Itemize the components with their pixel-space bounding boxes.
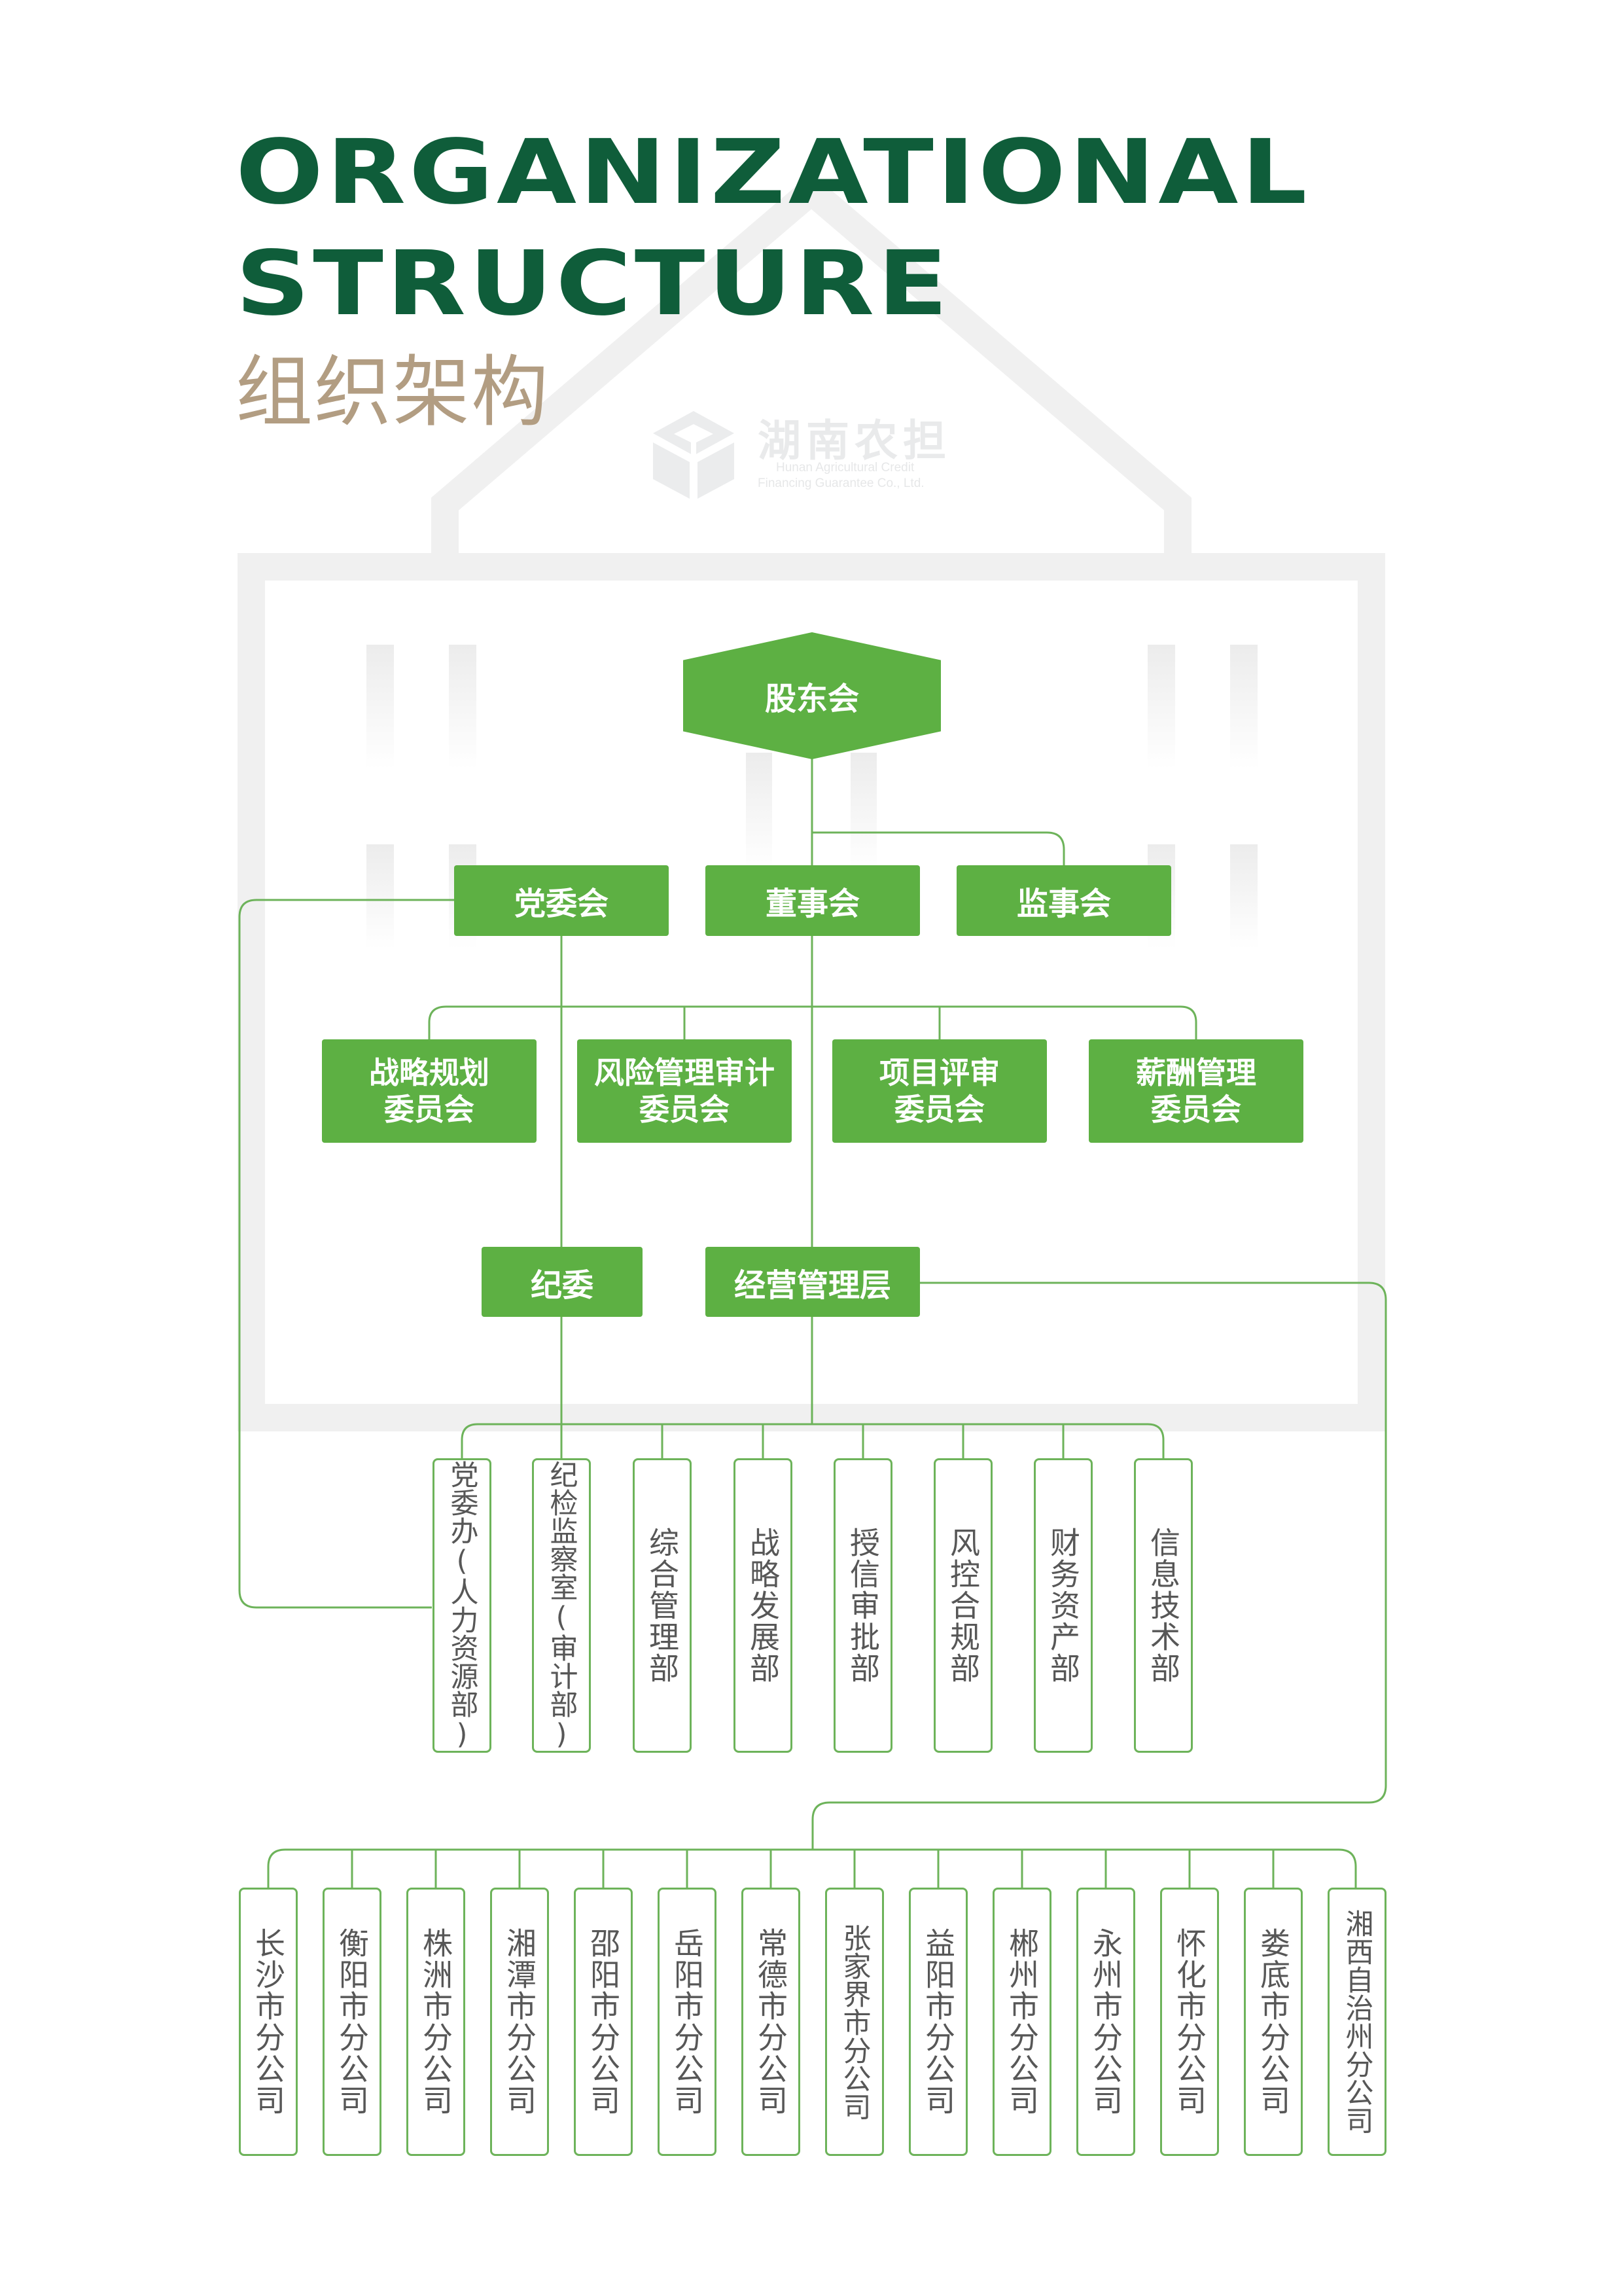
board-of-directors-node: 董事会 [705, 865, 920, 936]
committee-label-line2: 委员会 [1151, 1092, 1241, 1127]
committee-label-line2: 委员会 [639, 1092, 730, 1127]
branch-zhangjiajie: 张家界市分公司 [825, 1888, 884, 2156]
branch-loudi: 娄底市分公司 [1244, 1888, 1303, 2156]
logo-emblem-icon [653, 411, 734, 499]
committee-label-line1: 薪酬管理 [1136, 1055, 1256, 1090]
title-line-2: STRUCTURE [236, 232, 951, 336]
committee-label-line2: 委员会 [894, 1092, 985, 1127]
shareholders-meeting-node: 股东会 [683, 632, 941, 759]
logo-company-name-cn: 湖南农担 [758, 416, 951, 466]
department-finance-assets: 财务资产部 [1034, 1458, 1093, 1753]
committee-label-line1: 风险管理审计 [594, 1055, 775, 1090]
department-party-office-hr: 党委办(人力资源部) [432, 1458, 491, 1753]
branch-xiangxi: 湘西自治州分公司 [1328, 1888, 1386, 2156]
title-line-1: ORGANIZATIONAL [236, 121, 1311, 224]
department-credit-approval: 授信审批部 [834, 1458, 892, 1753]
party-committee-node: 党委会 [454, 865, 669, 936]
branch-shaoyang: 邵阳市分公司 [574, 1888, 633, 2156]
branch-changsha: 长沙市分公司 [239, 1888, 298, 2156]
branch-changde: 常德市分公司 [741, 1888, 800, 2156]
branch-zhuzhou: 株洲市分公司 [406, 1888, 465, 2156]
branch-huaihua: 怀化市分公司 [1160, 1888, 1219, 2156]
department-information-technology: 信息技术部 [1134, 1458, 1193, 1753]
strategy-committee-node: 战略规划 委员会 [322, 1039, 537, 1143]
committee-label-line1: 战略规划 [369, 1055, 489, 1090]
branch-yueyang: 岳阳市分公司 [658, 1888, 716, 2156]
branch-chenzhou: 郴州市分公司 [993, 1888, 1051, 2156]
committee-label-line2: 委员会 [384, 1092, 474, 1127]
risk-audit-committee-node: 风险管理审计 委员会 [577, 1039, 792, 1143]
discipline-committee-node: 纪委 [482, 1247, 643, 1317]
title-chinese: 组织架构 [236, 347, 550, 437]
management-node: 经营管理层 [705, 1247, 920, 1317]
logo-company-name-en-2: Financing Guarantee Co., Ltd. [758, 476, 925, 490]
branch-xiangtan: 湘潭市分公司 [490, 1888, 549, 2156]
committee-label-line1: 项目评审 [879, 1055, 1000, 1090]
department-discipline-audit: 纪检监察室(审计部) [532, 1458, 591, 1753]
project-review-committee-node: 项目评审 委员会 [832, 1039, 1047, 1143]
department-strategy-development: 战略发展部 [733, 1458, 792, 1753]
branch-hengyang: 衡阳市分公司 [323, 1888, 381, 2156]
logo-company-name-en-1: Hunan Agricultural Credit [776, 461, 915, 475]
branch-yiyang: 益阳市分公司 [909, 1888, 968, 2156]
department-general-management: 综合管理部 [633, 1458, 692, 1753]
compensation-committee-node: 薪酬管理 委员会 [1089, 1039, 1303, 1143]
department-risk-compliance: 风控合规部 [934, 1458, 993, 1753]
company-logo-watermark: 湖南农担 Hunan Agricultural Credit Financing… [648, 406, 988, 504]
board-of-supervisors-node: 监事会 [957, 865, 1171, 936]
branch-yongzhou: 永州市分公司 [1076, 1888, 1135, 2156]
